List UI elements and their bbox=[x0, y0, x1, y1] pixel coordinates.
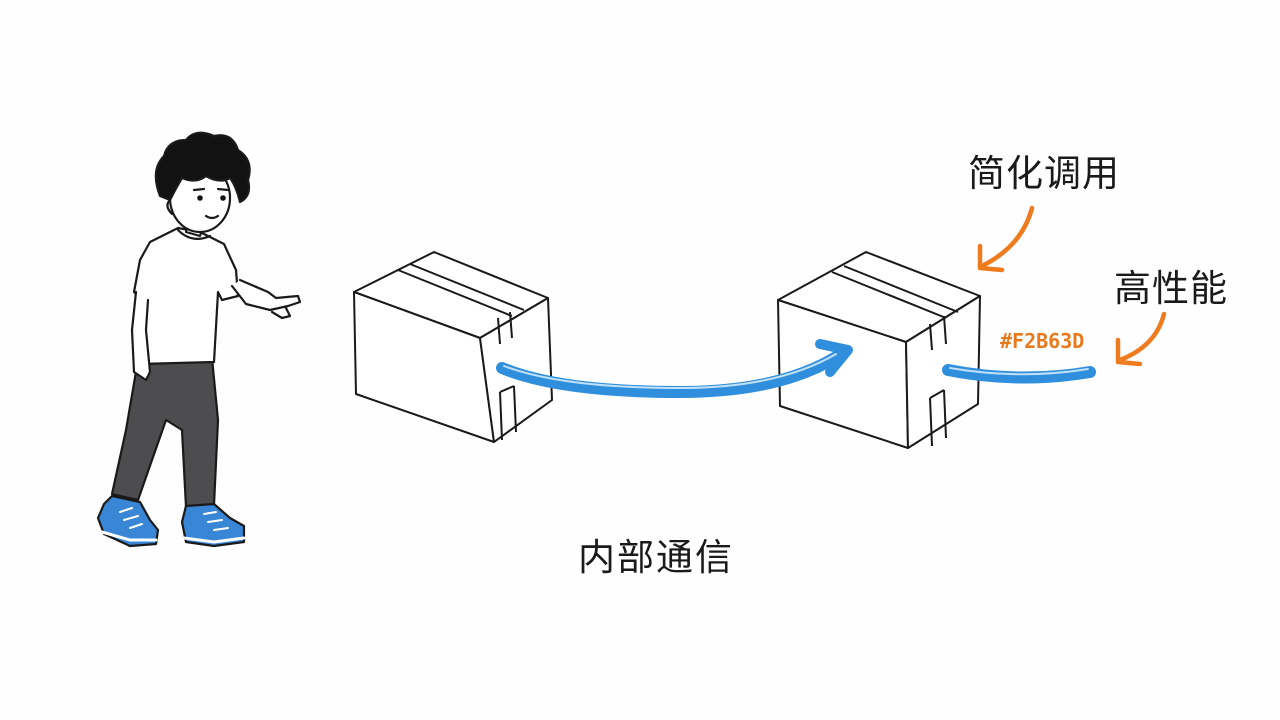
person-pointing-icon bbox=[96, 131, 302, 548]
label-color-code: #F2B63D bbox=[1000, 329, 1085, 353]
label-high-performance: 高性能 bbox=[1114, 267, 1228, 310]
cardboard-box-right bbox=[777, 251, 981, 449]
label-simplified-call: 简化调用 bbox=[968, 152, 1120, 195]
cardboard-box-left bbox=[353, 251, 553, 443]
arrow-to-link-icon bbox=[1115, 311, 1167, 367]
connection-link bbox=[496, 339, 853, 399]
arrow-to-box-icon bbox=[977, 205, 1035, 273]
outbound-link bbox=[942, 364, 1096, 384]
label-internal-communication: 内部通信 bbox=[578, 536, 734, 579]
